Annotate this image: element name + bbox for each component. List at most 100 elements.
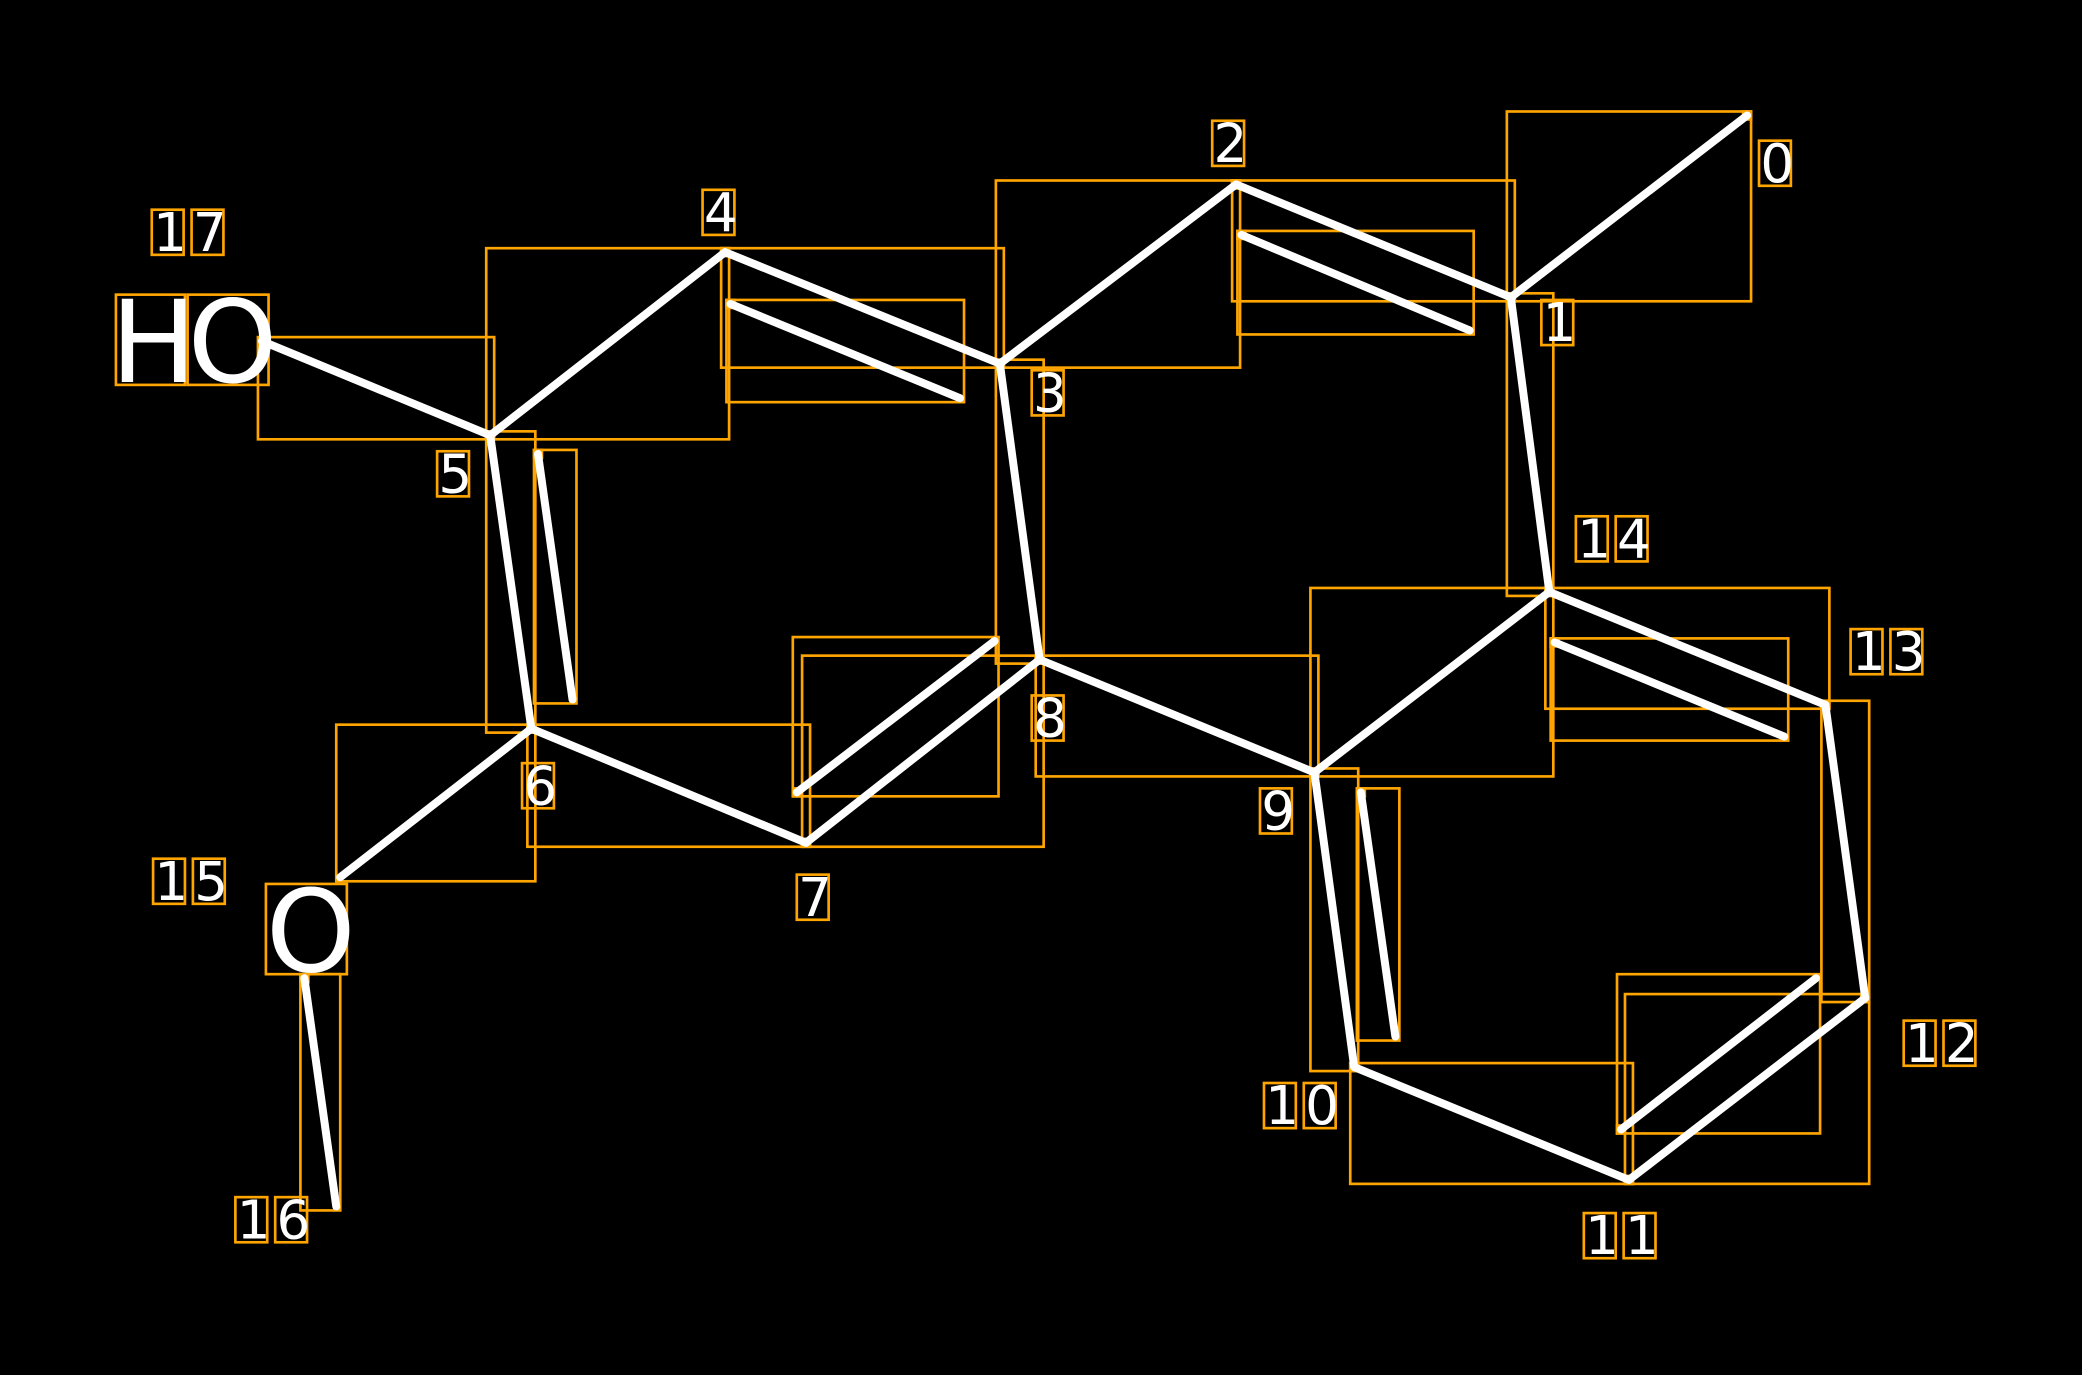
bond-1-2 [1232, 180, 1515, 302]
atom-index-0: 0 [1760, 133, 1794, 195]
index-char-box [234, 1195, 269, 1244]
index-char-box [191, 857, 227, 906]
double-bond-inner-2-3 [1237, 230, 1474, 335]
atom-index-13: 1 [1852, 621, 1886, 683]
bond-box-7-8 [800, 654, 1045, 849]
atom-label-17: H [111, 276, 197, 409]
atom-index-7: 7 [798, 867, 832, 929]
atom-index-15: 5 [194, 851, 228, 913]
index-char-box [1889, 627, 1924, 676]
index-char-box [1030, 694, 1065, 742]
index-char-box [1258, 787, 1294, 835]
bond-box-1-2 [1230, 179, 1517, 303]
index-char-box [520, 761, 556, 810]
index-char-box [1540, 298, 1575, 347]
bonds [257, 111, 1870, 1211]
index-char-box [150, 208, 185, 257]
double-bond-box-5-6 [532, 448, 578, 705]
double-bond-inner-13-14 [1550, 638, 1789, 741]
bond-8-9 [1035, 655, 1319, 777]
index-char-box [701, 188, 736, 237]
index-char-box [190, 208, 225, 257]
bond-box-4-5 [484, 246, 731, 441]
bond-11-12 [1624, 994, 1870, 1184]
atom-label-15: O [266, 866, 356, 999]
atom-label-17: O [188, 276, 278, 409]
atom-index-10: 1 [1265, 1075, 1299, 1137]
bond-box-13-14 [1544, 586, 1831, 711]
atom-index-15: 1 [154, 851, 188, 913]
bond-15-16 [300, 974, 341, 1211]
bond-6-7 [527, 724, 811, 847]
atom-index-2: 2 [1214, 113, 1248, 175]
atom-index-14: 4 [1617, 508, 1651, 570]
atom-index-10: 0 [1305, 1075, 1339, 1137]
bond-box-5-17 [256, 335, 496, 441]
atom-index-4: 4 [704, 182, 738, 244]
bond-box-0-1 [1505, 110, 1753, 303]
index-char-box [1574, 514, 1610, 563]
index-char-box [1030, 368, 1065, 417]
index-char-box [1622, 1211, 1657, 1260]
bond-3-4 [721, 248, 1004, 368]
atom-index-16: 6 [277, 1189, 311, 1251]
atom-char-box [114, 293, 187, 387]
double-bond-box-7-8 [791, 635, 1000, 798]
index-char-box [1614, 514, 1649, 563]
bond-8-3 [995, 359, 1044, 664]
index-char-box [273, 1195, 309, 1244]
atom-char-box [264, 882, 349, 976]
bond-7-8 [802, 655, 1044, 847]
annotation-boxes [114, 110, 1977, 1260]
atom-index-13: 3 [1892, 621, 1926, 683]
bond-box-12-13 [1820, 699, 1871, 1004]
bond-10-11 [1350, 1063, 1633, 1184]
atom-index-5: 5 [438, 443, 472, 505]
bond-2-3 [995, 180, 1241, 368]
index-char-box [1302, 1081, 1337, 1130]
atom-index-12: 2 [1945, 1013, 1979, 1075]
bond-box-6-15 [334, 723, 537, 883]
bond-14-1 [1506, 293, 1554, 596]
bond-box-3-4 [719, 246, 1006, 369]
atom-labels: HOO [111, 276, 356, 998]
index-char-box [1942, 1019, 1977, 1068]
index-char-box [795, 873, 830, 922]
atom-index-16: 1 [237, 1189, 271, 1251]
double-bond-box-11-12 [1615, 972, 1822, 1135]
atom-index-9: 9 [1261, 781, 1295, 843]
atom-index-17: 7 [193, 202, 227, 264]
index-char-box [1210, 119, 1246, 168]
atom-index-12: 1 [1905, 1013, 1939, 1075]
bond-14-9 [1310, 587, 1554, 777]
index-char-box [151, 857, 187, 906]
bond-5-6 [486, 431, 536, 733]
bond-4-5 [486, 248, 730, 440]
bond-12-13 [1821, 700, 1870, 1003]
index-char-box [1757, 139, 1793, 188]
atom-index-11: 1 [1585, 1205, 1619, 1267]
index-char-box [435, 449, 471, 498]
atom-index-8: 8 [1033, 688, 1067, 750]
bond-box-11-12 [1623, 992, 1871, 1186]
index-char-box [1262, 1081, 1298, 1130]
double-bond-inner-11-12 [1617, 974, 1821, 1134]
bond-0-1 [1506, 111, 1752, 302]
bond-6-15 [336, 724, 536, 882]
atom-index-3: 3 [1033, 362, 1067, 424]
bond-box-8-9 [1034, 654, 1320, 778]
bond-9-10 [1310, 768, 1359, 1072]
index-char-box [1902, 1019, 1937, 1068]
atom-index-6: 6 [523, 755, 557, 817]
double-bond-inner-7-8 [792, 637, 999, 797]
bond-box-14-1 [1505, 291, 1555, 598]
double-bond-inner-3-4 [726, 299, 965, 403]
double-bond-inner-9-10 [1356, 788, 1400, 1041]
bond-box-8-3 [994, 358, 1045, 665]
atom-index-14: 1 [1577, 508, 1611, 570]
bond-box-2-3 [994, 179, 1242, 369]
double-bond-box-9-10 [1355, 787, 1401, 1042]
atom-index-1: 1 [1543, 292, 1577, 354]
